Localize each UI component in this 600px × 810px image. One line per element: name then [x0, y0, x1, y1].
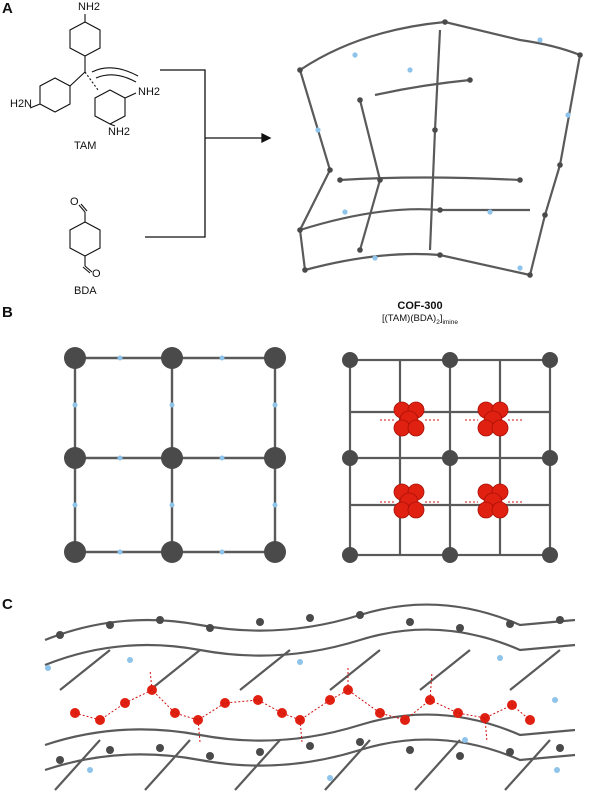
cof-dense-nodes	[342, 352, 558, 563]
cof-grid-nodes	[64, 347, 286, 563]
tam-structure	[29, 14, 139, 127]
water-chain	[70, 685, 535, 725]
cof-layer-top	[44, 603, 576, 691]
cof-300-framework	[298, 20, 582, 277]
tam-amine-right-label: NH2	[138, 86, 161, 98]
cof-300-nitrogen-atoms	[315, 37, 571, 271]
tam-amine-top-label: NH2	[78, 1, 101, 13]
cof-300-atoms	[297, 19, 583, 278]
water-clusters	[393, 401, 509, 519]
hydrogen-bonds-b	[380, 419, 522, 503]
cof-layer-atoms	[56, 611, 564, 764]
cof-300-formula: [(TAM)(BDA)2]imine	[382, 313, 458, 326]
cof-layer-bottom	[44, 713, 576, 791]
tam-amine-left-label: H2N	[10, 98, 33, 110]
panel-label-a: A	[2, 0, 13, 17]
cof-grid-nitrogen	[72, 355, 278, 555]
hydrogen-bonds-c	[74, 668, 531, 743]
bda-oxygen-bottom-label: O	[92, 268, 101, 280]
bda-structure	[69, 203, 101, 274]
tam-label: TAM	[74, 140, 97, 152]
panel-label-c: C	[2, 596, 13, 613]
cof-300-title: COF-300	[397, 300, 443, 312]
panel-label-b: B	[2, 304, 13, 321]
reaction-arrow	[145, 69, 272, 238]
cof-layer-nitrogen	[45, 655, 560, 781]
bda-label: BDA	[74, 285, 97, 297]
tam-amine-bottom-label: NH2	[108, 126, 131, 138]
bda-oxygen-top-label: O	[70, 196, 79, 208]
